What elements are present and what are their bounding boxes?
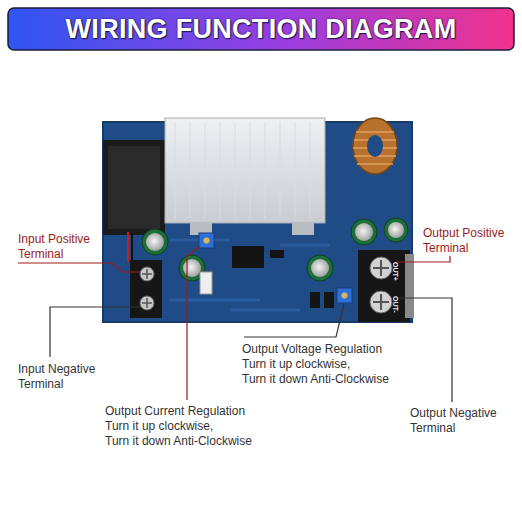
inductor-winding (353, 132, 397, 164)
callout-label: Input Negative Terminal (18, 362, 113, 392)
callout-label: Output Current Regulation (105, 404, 245, 419)
leader-line (395, 256, 450, 262)
inductor-core (367, 135, 383, 157)
callout-label: Output Positive Terminal (423, 226, 518, 256)
voltage-potentiometer (337, 288, 352, 303)
potentiometer-screw (342, 293, 348, 299)
input-terminal-block (130, 260, 162, 318)
shunt-resistor (324, 292, 334, 308)
silkscreen-text: OUT+ (391, 262, 399, 281)
toroid-inductor (353, 118, 397, 174)
current-potentiometer (199, 233, 214, 248)
output-terminal-block (358, 250, 410, 322)
screw-slot (373, 294, 389, 310)
leader-line (244, 304, 344, 337)
mosfet-tab (292, 223, 314, 235)
control-ic (232, 246, 264, 268)
screw-slot (142, 269, 152, 279)
callout-label: Output Voltage Regulation (242, 342, 382, 357)
title-banner (8, 8, 514, 50)
terminal-screw (140, 296, 154, 310)
leader-line (187, 246, 200, 400)
terminal-plate (405, 254, 414, 318)
terminal-screw (370, 257, 392, 279)
fan (103, 140, 165, 235)
heatsink (165, 118, 325, 223)
leader-line (18, 263, 140, 272)
screw-slot (373, 260, 389, 276)
leader-line (50, 307, 140, 357)
fan-grille (108, 146, 160, 229)
callout-label: Input Positive Terminal (18, 232, 113, 262)
potentiometer-screw (204, 238, 210, 244)
callout-label: Turn it down Anti-Clockwise (105, 434, 252, 449)
screw-slot (142, 298, 152, 308)
red-wire (127, 232, 129, 262)
shunt-resistor (310, 292, 320, 308)
terminal-screw (370, 291, 392, 313)
leader-line (395, 298, 452, 402)
callout-label: Turn it up clockwise, (105, 419, 213, 434)
callout-label: Turn it down Anti-Clockwise (242, 372, 389, 387)
heatsink-fin (175, 122, 310, 218)
callout-label: Turn it up clockwise, (242, 357, 350, 372)
black-wire (131, 232, 133, 262)
callout-label: Output Negative Terminal (410, 406, 510, 436)
smd-part (270, 250, 284, 258)
terminal-screw (140, 267, 154, 281)
silkscreen-text: OUT- (391, 296, 399, 313)
connector-header (200, 272, 212, 294)
title: WIRING FUNCTION DIAGRAM (8, 8, 514, 50)
